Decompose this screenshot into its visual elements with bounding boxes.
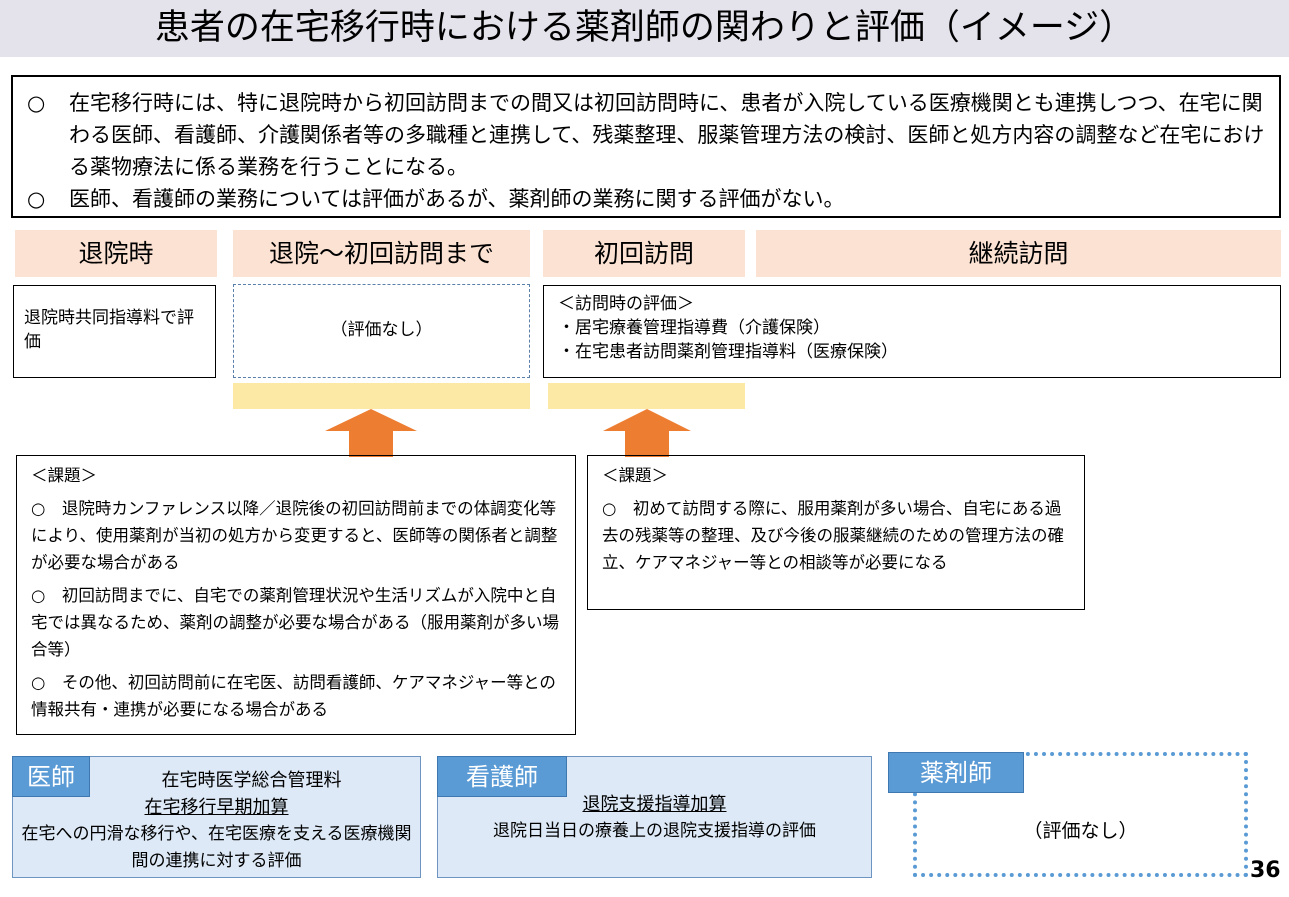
summary-text: 在宅移行時には、特に退院時から初回訪問までの間又は初回訪問時に、患者が入院してい… [69,91,1265,179]
nurse-desc: 退院日当日の療養上の退院支援指導の評価 [493,821,816,841]
issues-heading: ＜課題＞ [31,466,97,485]
nurse-addition: 退院支援指導加算 [582,794,727,815]
issue-item: ○ その他、初回訪問前に在宅医、訪問看護師、ケアマネジャー等との情報共有・連携が… [31,673,556,719]
highlight-bar [548,383,745,409]
issues-heading: ＜課題＞ [602,466,668,485]
discharge-eval-box: 退院時共同指導料で評価 [13,285,216,378]
issues-right-box: ＜課題＞ ○ 初めて訪問する際に、服用薬剤が多い場合、自宅にある過去の残薬等の整… [587,455,1085,610]
visit-eval-item: ・居宅療養管理指導費（介護保険） [558,318,830,338]
issue-item: ○ 初めて訪問する際に、服用薬剤が多い場合、自宅にある過去の残薬等の整理、及び今… [602,499,1064,572]
doctor-tag: 医師 [12,756,90,797]
up-arrow-icon [325,409,417,457]
doctor-desc: 在宅への円滑な移行や、在宅医療を支える医療機関間の連携に対する評価 [21,824,412,871]
doctor-eval-box: 在宅時医学総合管理料 在宅移行早期加算 在宅への円滑な移行や、在宅医療を支える医… [12,756,421,878]
phase-first-visit: 初回訪問 [543,230,745,277]
pharmacist-eval-box: （評価なし） [913,752,1248,877]
up-arrow-icon [603,409,691,457]
phase-continued-visit: 継続訪問 [756,230,1281,277]
page-title: 患者の在宅移行時における薬剤師の関わりと評価（イメージ） [0,0,1289,57]
doctor-addition: 在宅移行早期加算 [144,797,289,818]
bullet-icon: ○ [27,187,46,211]
issues-left-box: ＜課題＞ ○ 退院時カンファレンス以降／退院後の初回訪問前までの体調変化等により… [16,455,576,735]
summary-text: 医師、看護師の業務については評価があるが、薬剤師の業務に関する評価がない。 [69,187,845,211]
highlight-bar [233,383,530,409]
page-number: 36 [1250,858,1281,883]
no-eval-box: （評価なし） [233,284,530,378]
issue-item: ○ 退院時カンファレンス以降／退院後の初回訪問前までの体調変化等により、使用薬剤… [31,499,558,572]
pharmacist-tag: 薬剤師 [888,752,1024,793]
visit-eval-box: ＜訪問時の評価＞ ・居宅療養管理指導費（介護保険） ・在宅患者訪問薬剤管理指導料… [543,285,1281,378]
visit-eval-heading: ＜訪問時の評価＞ [558,294,694,314]
nurse-tag: 看護師 [437,756,567,797]
summary-item: ○ 医師、看護師の業務については評価があるが、薬剤師の業務に関する評価がない。 [27,183,1265,215]
phase-discharge: 退院時 [15,230,217,277]
phase-until-first-visit: 退院～初回訪問まで [233,230,530,277]
issue-item: ○ 初回訪問までに、自宅での薬剤管理状況や生活リズムが入院中と自宅では異なるため… [31,586,559,659]
summary-item: ○ 在宅移行時には、特に退院時から初回訪問までの間又は初回訪問時に、患者が入院して… [27,87,1265,183]
doctor-fee: 在宅時医学総合管理料 [161,770,342,791]
visit-eval-item: ・在宅患者訪問薬剤管理指導料（医療保険） [558,342,898,362]
summary-box: ○ 在宅移行時には、特に退院時から初回訪問までの間又は初回訪問時に、患者が入院して… [11,75,1281,218]
bullet-icon: ○ [27,91,46,115]
